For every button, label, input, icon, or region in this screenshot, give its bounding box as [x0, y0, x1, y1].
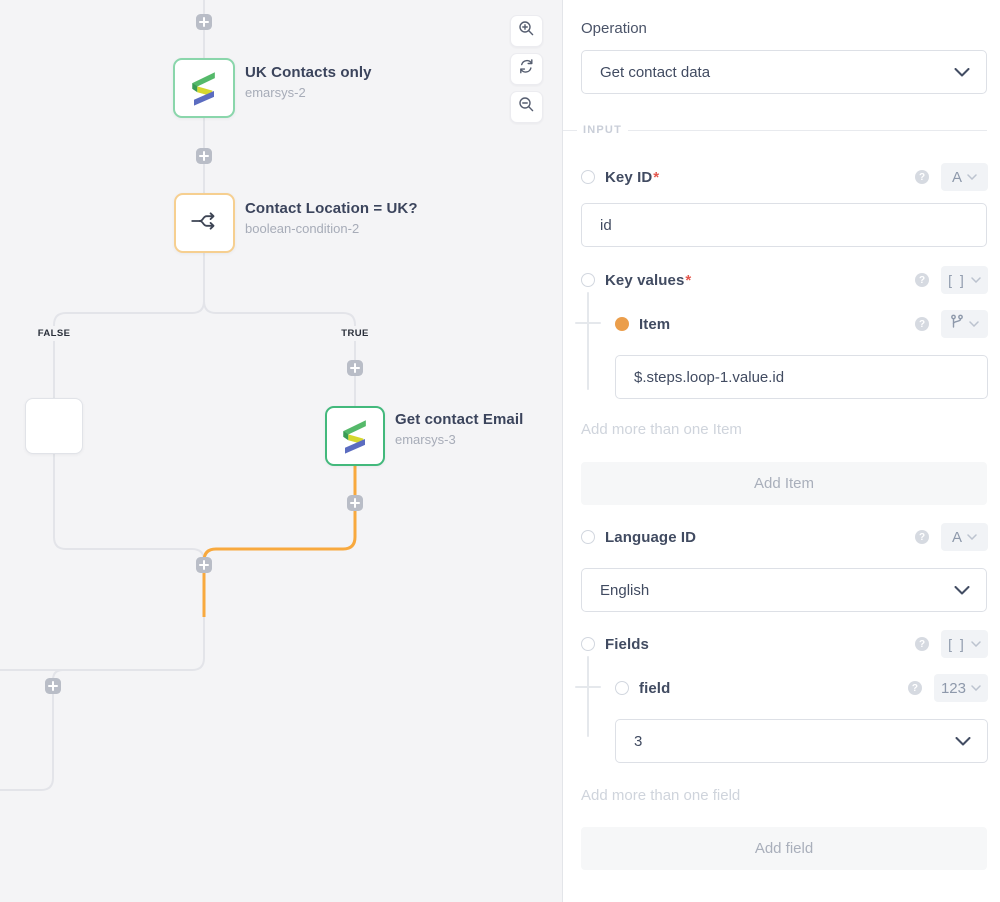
language-select[interactable]: English: [581, 568, 987, 612]
zoom-reset-button[interactable]: [510, 53, 543, 85]
add-more-item-hint: Add more than one Item: [581, 421, 742, 438]
zoom-out-icon: [518, 96, 535, 118]
help-icon[interactable]: ?: [907, 681, 922, 695]
node-boolean-condition[interactable]: [174, 193, 235, 253]
branch-label-false: FALSE: [32, 326, 76, 341]
add-step-button[interactable]: [347, 360, 363, 376]
type-selector-jsonpath[interactable]: [941, 310, 988, 338]
node-label: UK Contacts only emarsys-2: [245, 64, 372, 100]
property-label: Fields: [605, 635, 649, 653]
node-label: Get contact Email emarsys-3: [395, 411, 523, 447]
help-icon[interactable]: ?: [915, 273, 929, 287]
emarsys-icon: [184, 66, 224, 111]
key-id-input[interactable]: [600, 216, 970, 234]
connector-circle[interactable]: [615, 681, 629, 695]
zoom-in-button[interactable]: [510, 15, 543, 47]
required-asterisk: *: [653, 168, 660, 186]
git-branch-icon: [950, 314, 964, 334]
add-step-button[interactable]: [196, 557, 212, 573]
nesting-line: [587, 292, 589, 390]
property-row-key-id: Key ID* ? A: [581, 163, 988, 191]
add-item-button[interactable]: Add Item: [581, 462, 987, 505]
add-more-field-hint: Add more than one field: [581, 787, 741, 804]
add-step-button[interactable]: [196, 14, 212, 30]
item-input-wrap: [615, 355, 988, 399]
node-subtitle: boolean-condition-2: [245, 221, 360, 236]
zoom-out-button[interactable]: [510, 91, 543, 123]
type-selector-string[interactable]: A: [941, 523, 988, 551]
node-label: Contact Location = UK? boolean-condition…: [245, 200, 418, 236]
type-selector-number[interactable]: 123: [933, 674, 988, 702]
node-title: Contact Location = UK?: [245, 200, 418, 217]
node-subtitle: emarsys-2: [245, 85, 306, 100]
workflow-edges: [0, 0, 357, 791]
connector-circle[interactable]: [581, 637, 595, 651]
nesting-line: [587, 656, 589, 737]
empty-node-placeholder[interactable]: [25, 398, 83, 454]
add-step-button[interactable]: [45, 678, 61, 694]
property-row-language-id: Language ID ? A: [581, 523, 988, 551]
input-section-divider: INPUT: [563, 124, 987, 136]
property-label: Item: [639, 315, 671, 333]
refresh-icon: [518, 58, 535, 80]
connector-circle[interactable]: [581, 530, 595, 544]
node-title: Get contact Email: [395, 411, 524, 428]
property-row-fields: Fields ? [ ]: [581, 630, 988, 658]
nesting-line: [575, 322, 601, 324]
node-title: UK Contacts only: [245, 64, 372, 81]
operation-label: Operation: [581, 20, 647, 37]
chevron-down-icon: [954, 64, 970, 81]
property-row-field: field ? 123: [615, 674, 988, 702]
emarsys-icon: [335, 414, 375, 459]
field-select[interactable]: 3: [615, 719, 988, 763]
help-icon[interactable]: ?: [915, 637, 929, 651]
type-selector-string[interactable]: A: [941, 163, 988, 191]
chevron-down-icon: [954, 582, 970, 599]
item-connector-dot[interactable]: [615, 317, 629, 331]
zoom-in-icon: [518, 20, 535, 42]
add-step-button[interactable]: [196, 148, 212, 164]
language-value: English: [600, 581, 650, 599]
nesting-line: [575, 686, 601, 688]
properties-panel: Operation Get contact data INPUT Key ID*…: [562, 0, 1000, 902]
type-selector-array[interactable]: [ ]: [941, 266, 988, 294]
required-asterisk: *: [685, 271, 692, 289]
workflow-canvas[interactable]: FALSE TRUE UK Contacts only emarsys-2: [0, 0, 562, 902]
help-icon[interactable]: ?: [915, 530, 929, 544]
connector-circle[interactable]: [581, 170, 595, 184]
field-value: 3: [634, 732, 643, 750]
branch-label-true: TRUE: [336, 326, 374, 341]
node-subtitle: emarsys-3: [395, 432, 456, 447]
node-get-contact-email[interactable]: [325, 406, 385, 466]
property-row-key-values: Key values* ? [ ]: [581, 266, 988, 294]
help-icon[interactable]: ?: [915, 317, 929, 331]
item-jsonpath-input[interactable]: [634, 368, 971, 386]
property-label: Key values*: [605, 271, 692, 289]
operation-select[interactable]: Get contact data: [581, 50, 987, 94]
canvas-zoom-controls: [510, 15, 543, 123]
help-icon[interactable]: ?: [915, 170, 929, 184]
property-label: field: [639, 679, 671, 697]
input-section-label: INPUT: [583, 124, 622, 136]
boolean-branch-icon: [189, 205, 221, 242]
chevron-down-icon: [955, 733, 971, 750]
type-selector-array[interactable]: [ ]: [941, 630, 988, 658]
operation-value: Get contact data: [600, 63, 711, 81]
add-step-button[interactable]: [347, 495, 363, 511]
property-row-item: Item ?: [615, 310, 988, 338]
property-label: Language ID: [605, 528, 697, 546]
key-id-input-wrap: [581, 203, 987, 247]
add-field-button[interactable]: Add field: [581, 827, 987, 870]
node-uk-contacts-only[interactable]: [173, 58, 235, 118]
connector-circle[interactable]: [581, 273, 595, 287]
property-label: Key ID*: [605, 168, 660, 186]
